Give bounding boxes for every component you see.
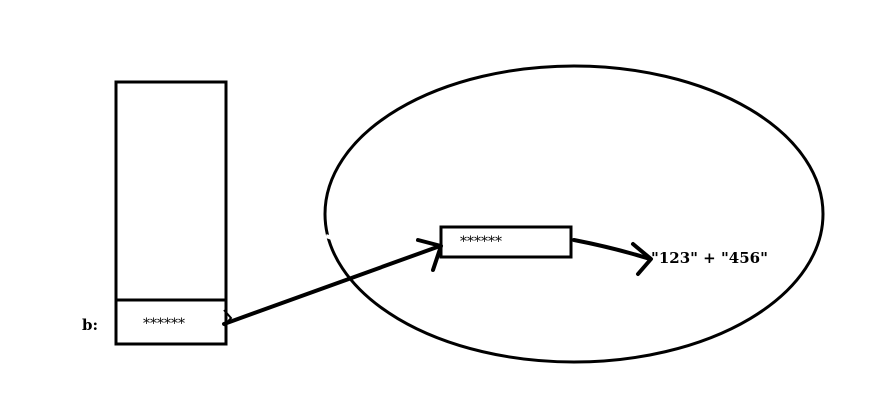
reference-arrow — [222, 238, 443, 327]
ellipse-gap-mark — [325, 234, 333, 240]
heap-ellipse — [323, 64, 825, 364]
heap-object-value: ****** — [460, 234, 502, 250]
stack-frame — [114, 80, 228, 346]
value-arrow — [572, 238, 653, 276]
heap-object-box — [439, 225, 573, 259]
variable-label: b: — [82, 316, 98, 334]
stack-cell-value: ****** — [143, 316, 185, 332]
expression-label: "123" + "456" — [651, 249, 768, 267]
